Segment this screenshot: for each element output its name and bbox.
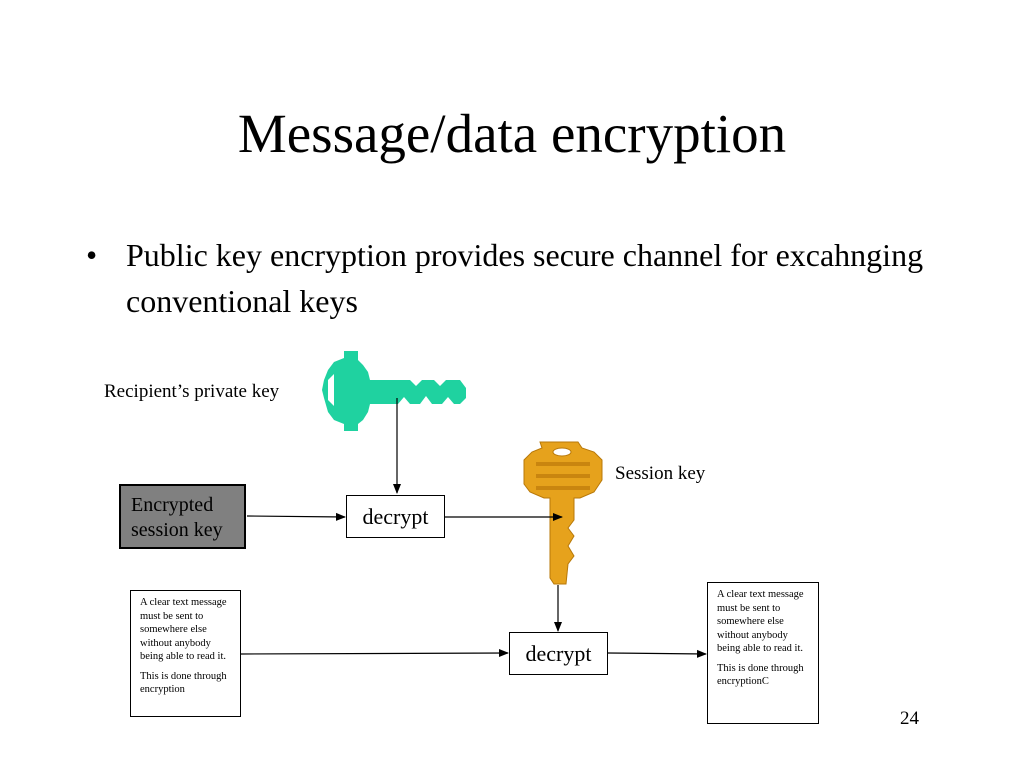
decrypt-box-top: decrypt [346,495,445,538]
recipient-private-key-label: Recipient’s private key [104,381,280,402]
clear-text-message-left: A clear text message must be sent to som… [130,590,241,717]
arrow-message-to-decrypt [240,649,509,658]
message-right-para2: This is done through encryptionC [717,662,804,688]
message-left-para2: This is done through encryption [140,670,227,696]
page-number: 24 [900,708,919,729]
message-right-para1: A clear text message must be sent to som… [717,589,804,654]
bullet-dot: • [86,237,98,273]
slide-title: Message/data encryption [237,103,787,164]
session-key-icon [523,441,603,585]
private-key-icon [322,351,466,431]
clear-text-message-right: A clear text message must be sent to som… [707,582,819,724]
arrow-encrypted-to-decrypt [246,512,346,521]
arrow-decrypt-to-message [607,649,707,658]
session-key-label: Session key [615,463,706,484]
encrypted-session-key-box: Encrypted session key [119,484,246,549]
decrypt-box-bottom: decrypt [509,632,608,675]
message-left-para1: A clear text message must be sent to som… [140,597,227,662]
bullet-text: Public key encryption provides secure ch… [126,237,924,319]
